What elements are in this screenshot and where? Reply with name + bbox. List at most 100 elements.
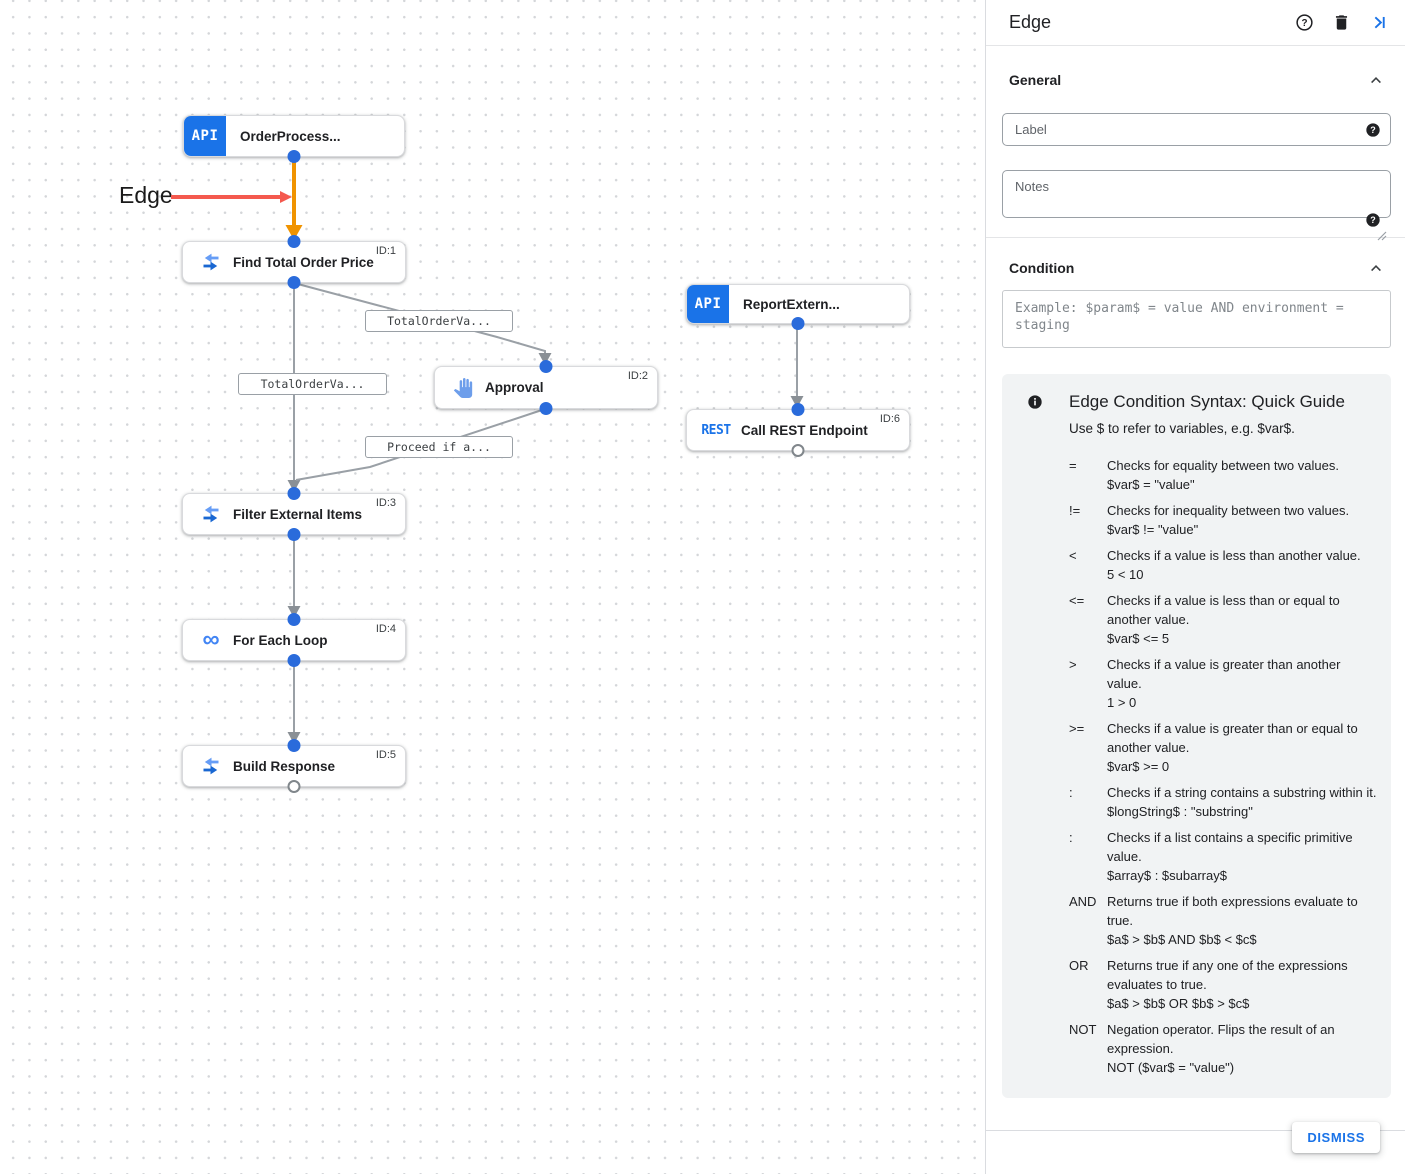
guide-row: >= Checks if a value is greater than or … [1069,719,1378,776]
operator-example: 5 < 10 [1107,567,1144,582]
node-reportextern-trigger[interactable]: API ReportExtern... [686,284,910,330]
edge-annotation-label: Edge [119,182,173,208]
operator: : [1069,785,1073,800]
node-orderprocess-trigger[interactable]: API OrderProcess... [183,115,405,163]
guide-row: : Checks if a string contains a substrin… [1069,783,1378,821]
help-filled-icon[interactable]: ? [1365,122,1381,143]
edge-condition-label[interactable]: TotalOrderVa... [365,310,513,332]
operator-description: Checks for inequality between two values… [1107,503,1350,518]
input-connector[interactable] [287,739,301,752]
operator-example: 1 > 0 [1107,695,1137,710]
operator-description: Checks if a value is greater than anothe… [1107,657,1341,691]
data-mapping-icon [199,505,223,523]
operator: > [1069,657,1077,672]
operator-description: Checks if a string contains a substring … [1107,785,1377,800]
output-connector[interactable] [539,402,553,415]
input-connector[interactable] [539,360,553,373]
node-id-label: ID:1 [375,245,396,257]
operator-example: $a$ > $b$ OR $b$ > $c$ [1107,996,1250,1011]
notes-textarea[interactable] [1002,170,1391,218]
guide-row: < Checks if a value is less than another… [1069,546,1378,584]
node-build-response[interactable]: Build Response ID:5 [182,739,406,793]
operator-example: $var$ <= 5 [1107,631,1170,646]
condition-textarea[interactable] [1002,290,1391,348]
output-connector[interactable] [287,528,301,541]
dismiss-button[interactable]: DISMISS [1292,1122,1380,1153]
node-find-total-order-price[interactable]: Find Total Order Price ID:1 [182,235,406,289]
output-connector-empty[interactable] [791,444,805,457]
edge-approval-to-filter[interactable] [295,408,546,481]
collapse-panel-icon[interactable] [1368,13,1388,33]
node-filter-external-items[interactable]: Filter External Items ID:3 [182,487,406,541]
edge-annotation-arrow [171,191,292,202]
guide-title: Edge Condition Syntax: Quick Guide [1069,392,1345,411]
node-title: For Each Loop [233,632,328,648]
input-connector[interactable] [287,487,301,500]
input-connector[interactable] [791,403,805,416]
help-filled-icon[interactable]: ? [1365,212,1381,233]
output-connector[interactable] [287,654,301,667]
node-title: Call REST Endpoint [741,422,868,438]
node-title: ReportExtern... [743,296,840,312]
section-condition-title: Condition [1009,260,1075,276]
delete-trash-icon[interactable] [1331,13,1351,33]
output-connector[interactable] [287,276,301,289]
arrowhead [790,396,804,408]
operator-description: Checks if a value is greater than or equ… [1107,721,1358,755]
svg-text:?: ? [1301,18,1307,29]
for-each-loop-icon: ∞ [202,626,220,653]
notes-field-wrap: ? [1002,170,1391,241]
input-connector[interactable] [287,235,301,248]
guide-content: Edge Condition Syntax: Quick Guide Use $… [1069,392,1378,1084]
guide-row: AND Returns true if both expressions eva… [1069,892,1378,949]
label-input[interactable] [1002,113,1391,146]
guide-row: OR Returns true if any one of the expres… [1069,956,1378,1013]
operator: NOT [1069,1022,1097,1037]
operator-example: $var$ >= 0 [1107,759,1170,774]
edge-condition-label[interactable]: TotalOrderVa... [238,373,387,395]
operator-example: $longString$ : "substring" [1107,804,1253,819]
operator: <= [1069,593,1085,608]
chevron-up-icon[interactable] [1366,70,1386,90]
data-mapping-icon [199,757,223,775]
workflow-canvas[interactable]: TotalOrderVa... TotalOrderVa... Proceed … [0,0,985,1174]
node-id-label: ID:3 [375,497,396,509]
input-connector[interactable] [287,613,301,626]
operator-description: Returns true if both expressions evaluat… [1107,894,1358,928]
edge-highlighted-arrowhead [285,225,303,240]
operator: OR [1069,958,1089,973]
node-title: OrderProcess... [240,128,341,144]
node-title: Find Total Order Price [233,254,374,270]
footer-divider [986,1130,1405,1131]
api-trigger-icon: API [687,285,729,323]
operator-description: Checks for equality between two values. [1107,458,1339,473]
output-connector[interactable] [287,150,301,163]
output-connector-empty[interactable] [287,780,301,793]
arrowhead [287,606,301,618]
operator-example: $array$ : $subarray$ [1107,868,1227,883]
operator: AND [1069,894,1097,909]
panel-header: Edge ? [986,0,1405,46]
output-connector[interactable] [791,317,805,330]
operator-example: NOT ($var$ = "value") [1107,1060,1235,1075]
node-title: Approval [485,380,544,395]
edge-config-panel: Edge ? General ? [985,0,1405,1174]
help-icon[interactable]: ? [1294,13,1314,33]
condition-field-wrap [1002,290,1391,348]
guide-row: = Checks for equality between two values… [1069,456,1378,494]
section-condition[interactable]: Condition [986,238,1405,278]
node-call-rest-endpoint[interactable]: REST Call REST Endpoint ID:6 [686,403,910,457]
label-field-wrap: ? [1002,90,1391,146]
operator: < [1069,548,1077,563]
node-id-label: ID:5 [375,749,396,761]
operator: : [1069,830,1073,845]
section-general[interactable]: General [986,46,1405,90]
operator-example: $a$ > $b$ AND $b$ < $c$ [1107,932,1257,947]
chevron-up-icon[interactable] [1366,258,1386,278]
node-approval[interactable]: Approval ID:2 [434,360,658,415]
section-divider [986,237,1405,238]
node-for-each-loop[interactable]: ∞ For Each Loop ID:4 [182,613,406,667]
edge-condition-label[interactable]: Proceed if a... [365,436,513,458]
resize-handle-icon[interactable] [1377,228,1387,246]
